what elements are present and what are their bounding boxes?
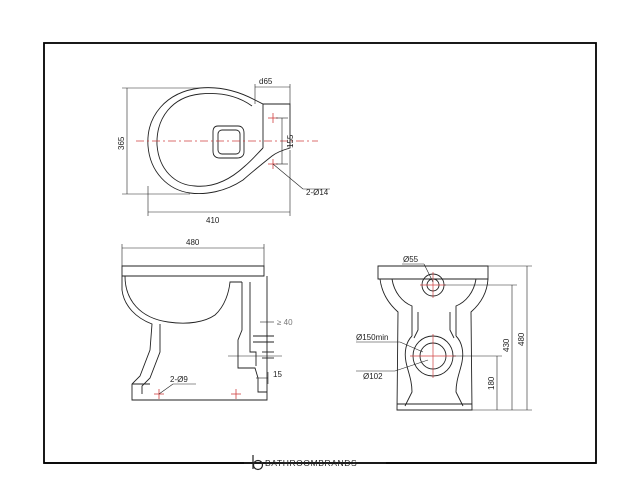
side-rim-band bbox=[121, 265, 265, 277]
side-dim-15: 15 bbox=[273, 370, 282, 379]
plan-dimension-lines bbox=[122, 84, 330, 216]
rear-trap-inner-right bbox=[449, 312, 455, 339]
rear-trap-inner-left bbox=[413, 312, 419, 339]
rear-dim-inlet: Ø55 bbox=[403, 255, 419, 264]
plan-view bbox=[147, 87, 291, 194]
rear-bowl-inner-left bbox=[391, 278, 413, 336]
side-trap-inner bbox=[237, 282, 267, 393]
plan-dim-365: 365 bbox=[117, 136, 126, 150]
rear-dim-outlet: Ø102 bbox=[363, 372, 383, 381]
plan-bowl-opening bbox=[212, 125, 245, 159]
rear-body-outline bbox=[379, 278, 489, 411]
rear-centerlines bbox=[410, 272, 456, 378]
rear-dim-430: 430 bbox=[502, 338, 511, 352]
side-dimension-lines bbox=[121, 244, 274, 395]
plan-inner-rim bbox=[156, 93, 264, 187]
brand-name: BATHROOMBRANDS bbox=[265, 458, 357, 468]
side-fixing-holes bbox=[154, 389, 241, 399]
rear-dim-480: 480 bbox=[517, 332, 526, 346]
side-pedestal-front bbox=[141, 324, 161, 394]
rear-bowl-inner-right bbox=[455, 278, 477, 336]
rear-trap-right bbox=[455, 335, 464, 407]
plan-dim-155: 155 bbox=[286, 134, 295, 148]
rear-dim-180: 180 bbox=[487, 376, 496, 390]
side-bowl-inner bbox=[124, 275, 242, 324]
rear-trap-left bbox=[404, 335, 413, 407]
side-view bbox=[121, 265, 274, 401]
rear-dim-outlet-min: Ø150min bbox=[356, 333, 388, 342]
plan-dim-d65: d65 bbox=[259, 77, 273, 86]
side-dim-fixing-holes: 2-Ø9 bbox=[170, 375, 188, 384]
side-trap-pipe bbox=[249, 282, 257, 366]
plan-bowl-outline bbox=[147, 87, 291, 194]
plan-trap-opening bbox=[217, 129, 241, 155]
side-dim-min-40: ≥ 40 bbox=[277, 318, 293, 327]
side-dim-480: 480 bbox=[186, 238, 200, 247]
side-body-outline bbox=[121, 276, 268, 401]
drawing-frame bbox=[43, 42, 597, 464]
b-logo-icon bbox=[252, 455, 264, 471]
rear-dimension-lines bbox=[356, 263, 532, 411]
plan-dim-410: 410 bbox=[206, 216, 220, 225]
plan-dim-fixing-holes: 2-Ø14 bbox=[306, 188, 329, 197]
